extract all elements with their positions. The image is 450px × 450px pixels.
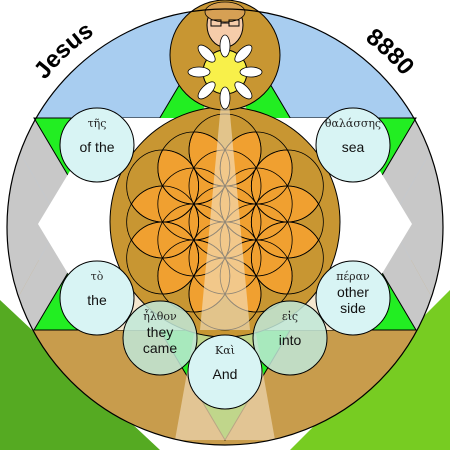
greek-word: θαλάσσης — [325, 117, 381, 130]
greek-word: πέραν — [336, 270, 370, 283]
greek-word: τῆς — [88, 117, 107, 130]
english-gloss: of the — [79, 139, 114, 155]
english-gloss: side — [340, 300, 366, 316]
greek-word: Καὶ — [215, 344, 235, 357]
english-gloss: they — [147, 324, 173, 340]
english-gloss: came — [143, 340, 177, 356]
light-petal — [197, 44, 216, 63]
light-petal — [234, 81, 253, 100]
word-circle: εἰς into — [252, 300, 328, 376]
greek-word: τὸ — [91, 270, 104, 283]
light-petal — [187, 66, 211, 78]
top-figure — [169, 0, 281, 330]
hair-icon — [204, 1, 246, 23]
light-petal — [197, 81, 216, 100]
outer-circle-outline — [6, 8, 444, 446]
english-gloss: the — [87, 292, 107, 308]
greek-word: ἦλθον — [143, 308, 177, 323]
greek-word: εἰς — [282, 310, 298, 323]
light-petal — [239, 66, 263, 78]
flower-ring — [250, 185, 324, 259]
flower-ring — [250, 149, 324, 223]
english-gloss: other — [337, 284, 369, 300]
english-gloss: into — [279, 332, 302, 348]
word-circle: θαλάσσης sea — [315, 107, 391, 183]
light-petal — [234, 44, 253, 63]
english-gloss: And — [213, 366, 238, 382]
light-petal — [219, 86, 231, 110]
word-circle: τῆς of the — [59, 107, 135, 183]
word-circle: τὸ the — [59, 260, 135, 336]
english-gloss: sea — [342, 139, 365, 155]
light-petal — [219, 34, 231, 58]
